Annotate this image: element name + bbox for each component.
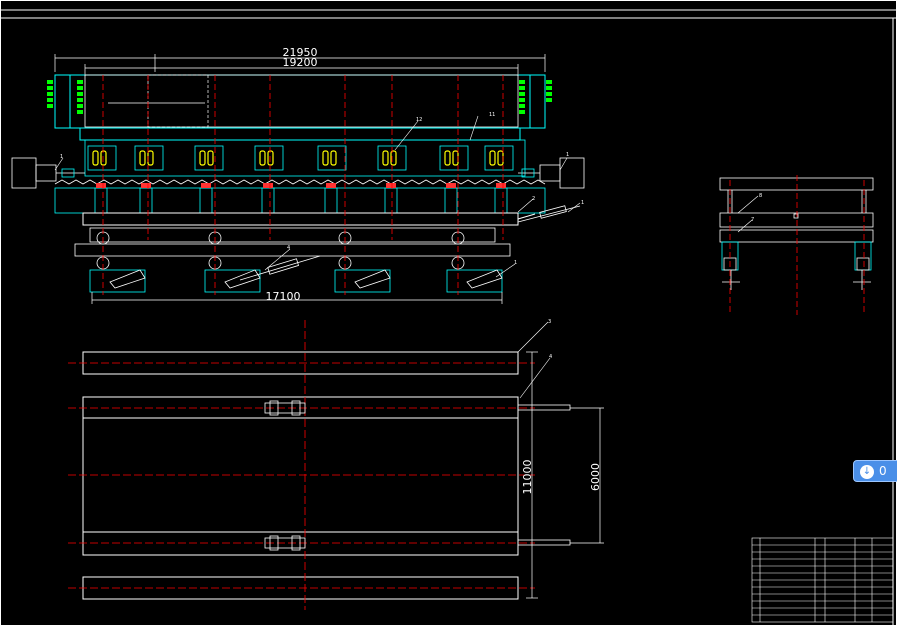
badge-text: 0 — [879, 464, 887, 478]
plan-couplings — [264, 400, 571, 551]
legs — [89, 269, 503, 293]
download-badge[interactable]: ↓0 — [853, 460, 897, 482]
dim-text-inner: 19200 — [283, 56, 318, 69]
drive-shaft-right — [517, 205, 581, 223]
dim-text-overall: 21950 — [283, 46, 318, 59]
motor-right — [518, 157, 585, 189]
leader-lines-side — [737, 195, 759, 233]
dim-text-rail-spacing: 6000 — [589, 463, 602, 491]
indicator-lamps-left — [47, 80, 83, 114]
balloon-4-plan: 4 — [549, 354, 552, 360]
balloon-3: 3 — [548, 319, 551, 325]
center-lines-front — [102, 75, 504, 295]
balloon-12: 12 — [416, 117, 422, 123]
balloon-8: 8 — [759, 193, 762, 199]
center-lines-plan — [68, 320, 535, 610]
center-lines-side — [729, 175, 865, 315]
dim-text-base: 17100 — [266, 290, 301, 303]
vibrator-coils — [92, 150, 504, 166]
spring-supports — [54, 187, 546, 214]
front-elevation: 21950 19200 — [11, 46, 585, 304]
leader-lines-plan — [517, 321, 551, 399]
viewing-window — [84, 74, 519, 128]
balloon-1-shaft: 1 — [581, 200, 584, 206]
spring-pads — [96, 183, 506, 188]
balloon-2: 2 — [532, 196, 535, 202]
plan-view — [82, 351, 519, 600]
balloon-4: 4 — [287, 245, 290, 251]
leader-lines-front — [54, 115, 581, 278]
balloon-1: 1 — [60, 154, 63, 160]
lower-frame — [89, 227, 496, 243]
vibrator-units — [84, 139, 526, 177]
motor-left — [11, 157, 85, 189]
balloon-11: 11 — [489, 112, 495, 118]
spring-zigzag — [54, 179, 546, 185]
plan-dimension-lines — [526, 351, 604, 599]
arrow-down-icon: ↓ — [860, 464, 874, 479]
dim-text-plan-width: 11000 — [521, 460, 534, 495]
bill-of-materials-table — [751, 537, 894, 623]
housing-outline — [54, 74, 546, 129]
side-view — [719, 177, 874, 290]
balloon-1-right: 1 — [566, 152, 569, 158]
balloon-1-base: 1 — [514, 260, 517, 266]
indicator-lamps-right — [519, 80, 552, 114]
balloon-7: 7 — [751, 217, 754, 223]
drive-shaft-lower — [239, 255, 321, 281]
